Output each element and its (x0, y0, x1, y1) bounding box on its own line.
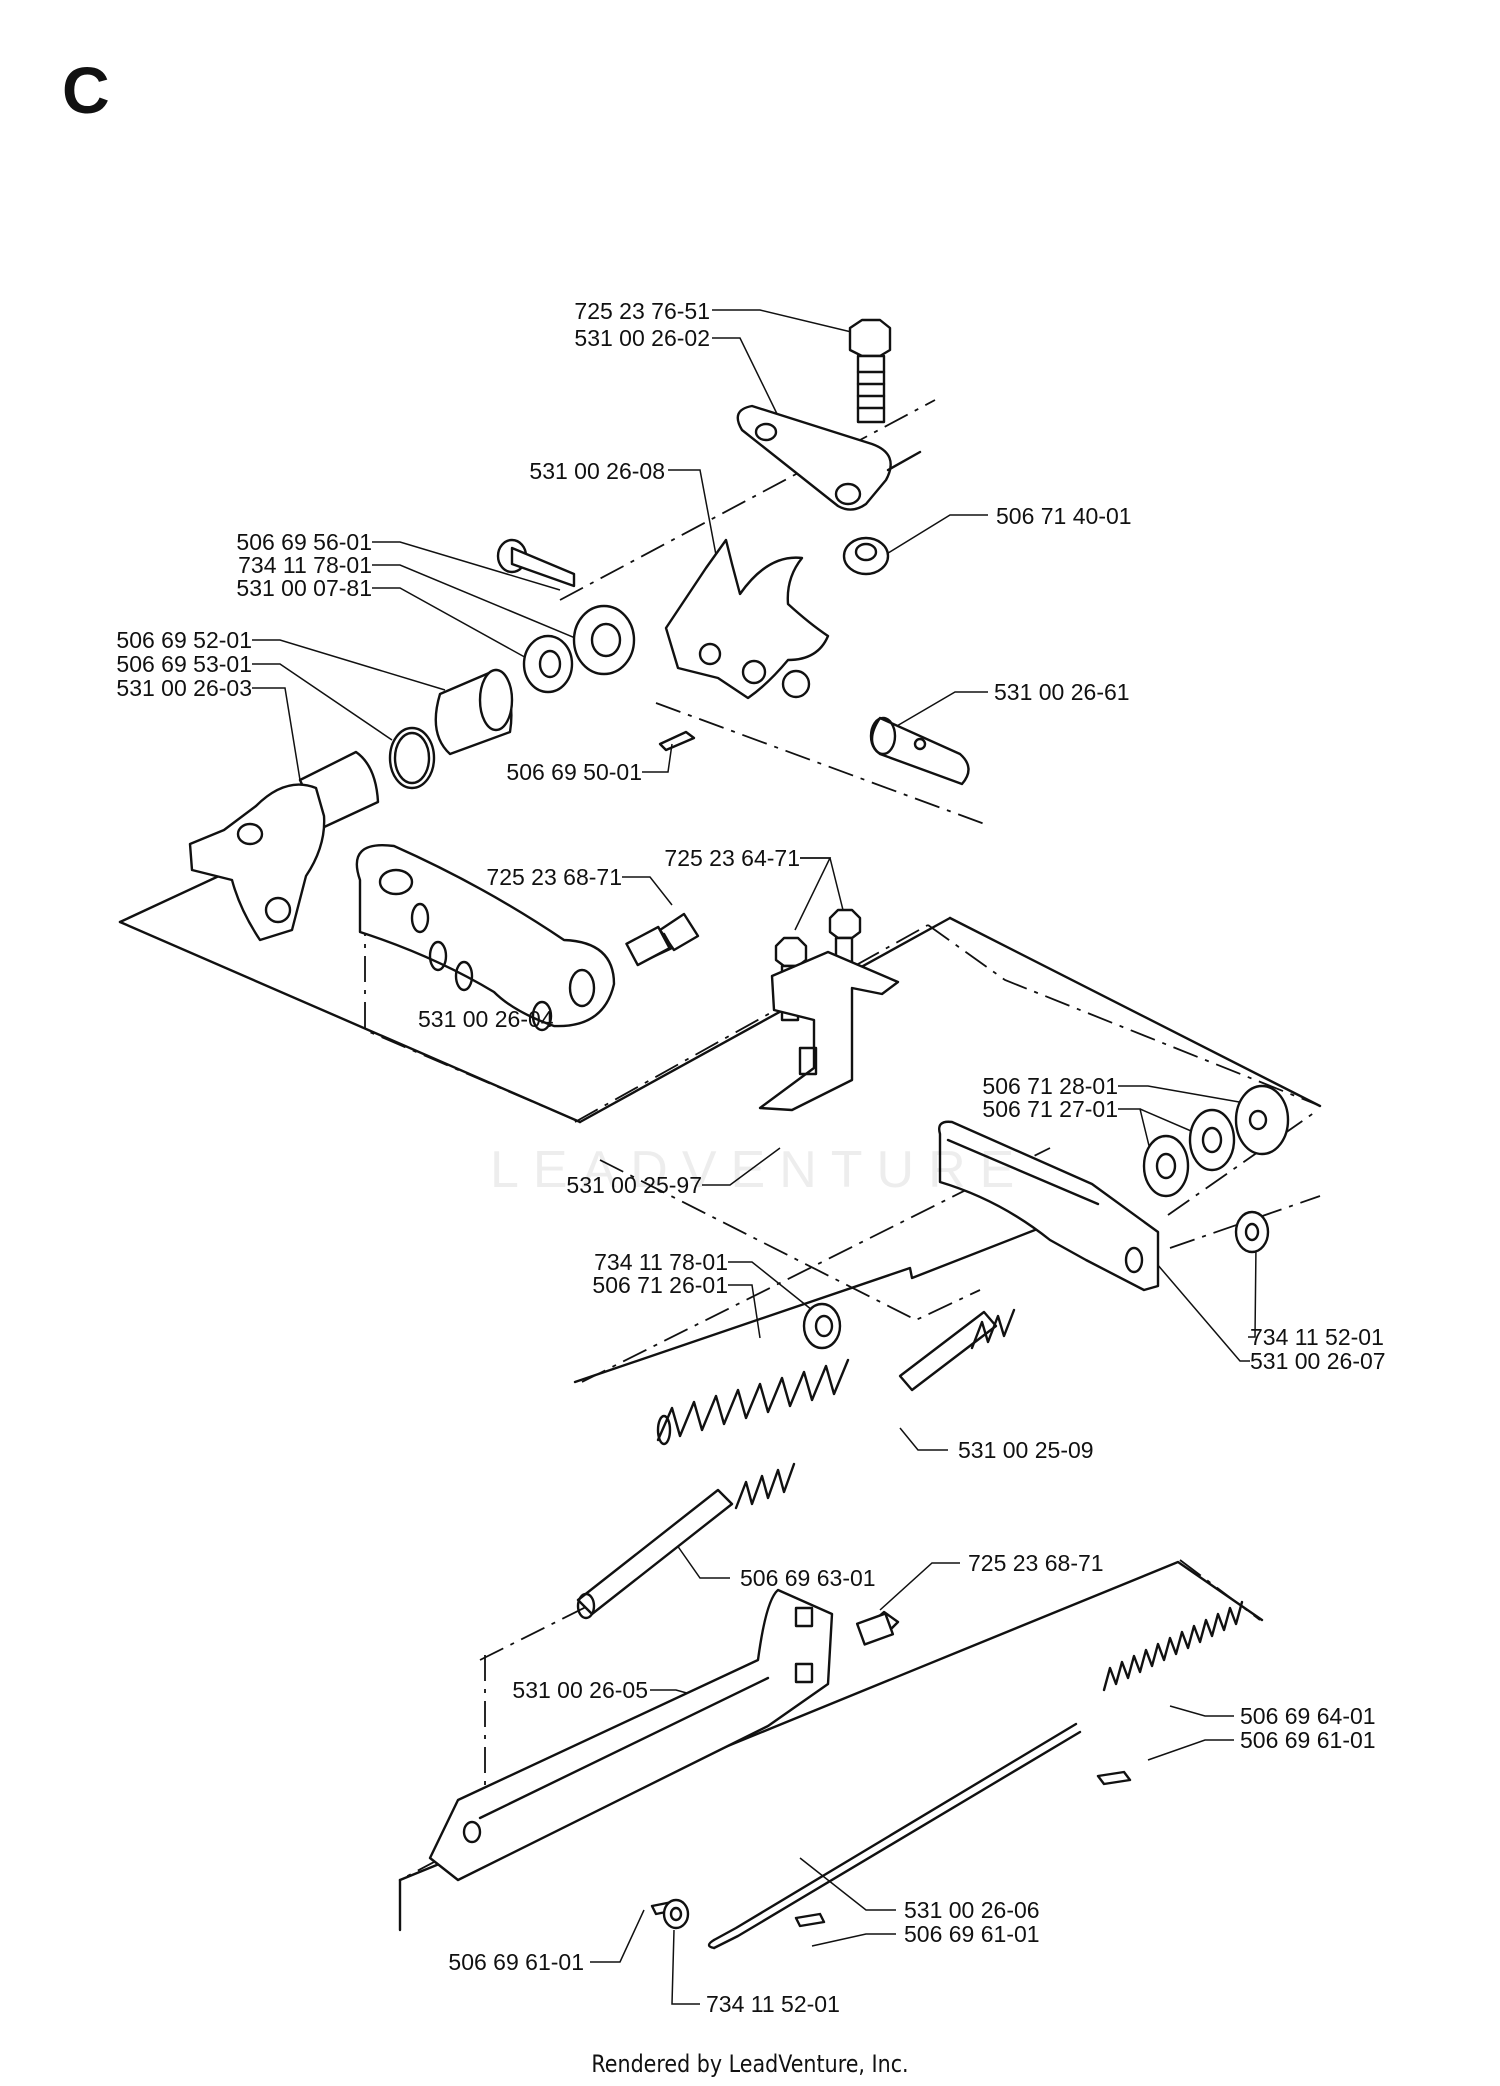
washer-734-11-78-01 (572, 604, 636, 676)
part-label: 506 69 61-01 (904, 1921, 1040, 1947)
bushing-506-69-52-01 (434, 668, 514, 756)
watermark: LEADVENTURE (490, 1141, 1029, 1199)
pin-506-69-56-01 (496, 538, 576, 588)
part-label: 506 69 61-01 (448, 1949, 584, 1975)
washer-734-11-52-01 (1234, 1210, 1270, 1254)
bolt-725-23-76-51 (848, 318, 892, 424)
washer-734-11-52-01-b (662, 1898, 690, 1930)
nut-506-71-40-01 (842, 536, 890, 576)
pin-531-00-26-61 (869, 716, 970, 786)
part-label: 734 11 52-01 (706, 1991, 840, 2017)
part-label: 531 00 26-07 (1250, 1348, 1386, 1374)
o-ring-506-69-53-01 (388, 726, 436, 790)
clips-506-69-61-01 (650, 1770, 1132, 1928)
part-label: 531 00 26-08 (529, 458, 665, 484)
part-label: 725 23 76-51 (574, 298, 710, 324)
lever-531-00-26-05 (428, 1588, 834, 1882)
part-label: 531 00 26-61 (994, 679, 1130, 705)
spring-506-71-26-01 (656, 1358, 850, 1446)
screw-725-23-68-71 (625, 912, 700, 967)
part-label: 531 00 26-04 (418, 1006, 554, 1032)
arm-531-00-26-04 (355, 844, 616, 1032)
part-label: 506 69 61-01 (1240, 1727, 1376, 1753)
part-label: 506 71 26-01 (592, 1272, 728, 1298)
part-label: 531 00 25-97 (566, 1172, 702, 1198)
part-label: 725 23 64-71 (664, 845, 800, 871)
rod-531-00-26-06 (707, 1722, 1082, 1950)
mounting-plate-outline (118, 854, 1322, 1932)
section-letter: C (62, 53, 110, 127)
part-label: 531 00 26-03 (116, 675, 252, 701)
washer-506-71-27-01-a (1188, 1108, 1236, 1172)
screw-725-23-68-71-b (855, 1610, 900, 1646)
part-label: 506 69 56-01 (236, 529, 372, 555)
clip-506-69-50-01 (658, 730, 696, 752)
leader-lines (252, 309, 1263, 2005)
part-label: 506 69 50-01 (506, 759, 642, 785)
washer-506-71-27-01-b (1142, 1134, 1190, 1198)
part-label: 506 69 52-01 (116, 627, 252, 653)
part-label: 734 11 78-01 (594, 1249, 728, 1275)
part-label: 506 71 40-01 (996, 503, 1132, 529)
part-label: 506 69 63-01 (740, 1565, 876, 1591)
plate-531-00-26-07 (938, 1120, 1160, 1292)
spring-506-69-64-01 (1102, 1600, 1244, 1692)
part-label: 531 00 07-81 (236, 575, 372, 601)
washer-531-00-07-81 (522, 634, 574, 694)
part-label: 531 00 26-06 (904, 1897, 1040, 1923)
part-label: 531 00 26-05 (512, 1677, 648, 1703)
part-label: 725 23 68-71 (486, 864, 622, 890)
bracket-531-00-25-97 (758, 950, 900, 1112)
part-label: 506 71 27-01 (982, 1096, 1118, 1122)
part-label: 531 00 25-09 (958, 1437, 1094, 1463)
part-label: 506 71 28-01 (982, 1073, 1118, 1099)
part-label: 506 69 53-01 (116, 651, 252, 677)
rod-531-00-25-09 (734, 1308, 1016, 1510)
part-label: 506 69 64-01 (1240, 1703, 1376, 1729)
lever-531-00-26-03 (188, 750, 380, 942)
part-label: 725 23 68-71 (968, 1550, 1104, 1576)
bracket-531-00-26-08 (664, 538, 830, 700)
tube-506-69-63-01 (576, 1488, 734, 1620)
washer-734-11-78-01-b (802, 1302, 842, 1350)
footer-credit: Rendered by LeadVenture, Inc. (591, 2050, 909, 2078)
part-label: 734 11 78-01 (238, 552, 372, 578)
part-label: 531 00 26-02 (574, 325, 710, 351)
link-531-00-26-02 (736, 404, 922, 511)
part-label: 734 11 52-01 (1250, 1324, 1384, 1350)
washer-506-71-28-01 (1234, 1084, 1290, 1156)
